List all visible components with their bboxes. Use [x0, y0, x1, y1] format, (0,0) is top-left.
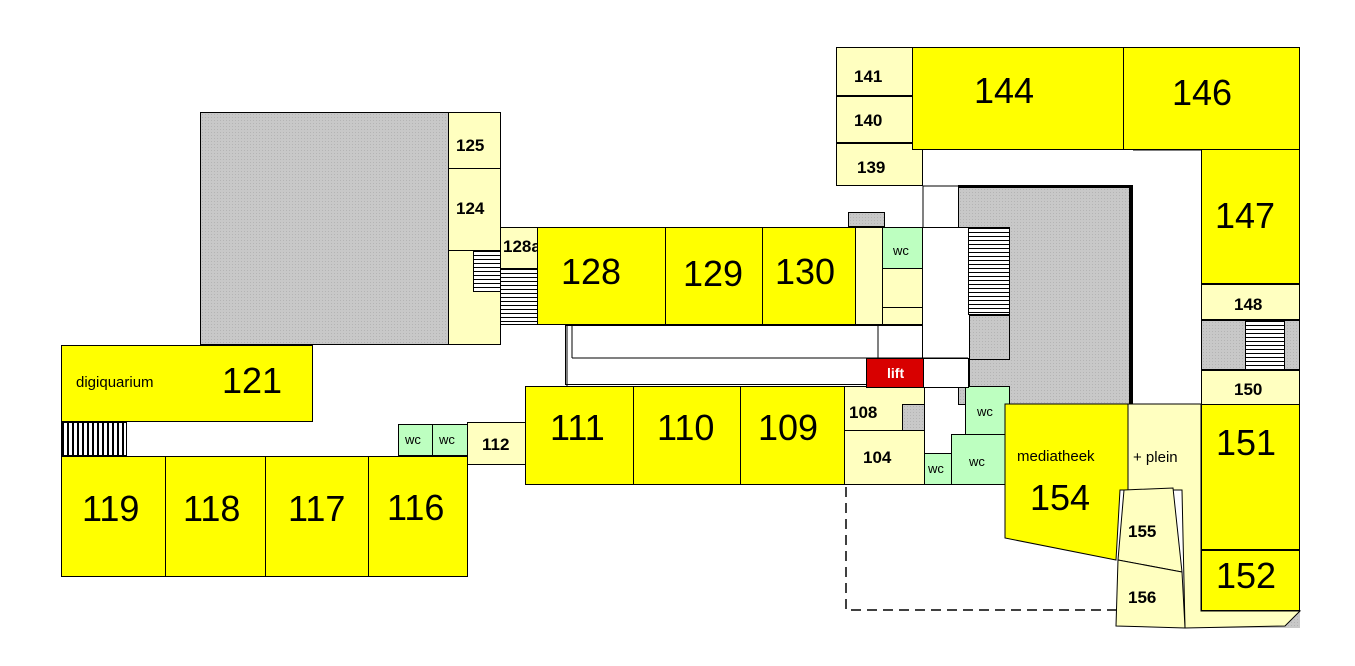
room-number: 112 [482, 435, 510, 454]
dashed-boundary [845, 487, 1116, 611]
lift-label: lift [887, 365, 905, 381]
room-number: 111 [550, 407, 605, 448]
plein-label: + plein [1133, 449, 1178, 466]
shaft-top [848, 212, 885, 227]
room-number: 152 [1216, 555, 1277, 596]
room-number: 118 [183, 488, 241, 529]
room-118[interactable]: 118 [165, 456, 266, 577]
room-109[interactable]: 109 [740, 386, 845, 485]
room-number: 130 [775, 251, 836, 292]
wc-label: wc [893, 243, 909, 258]
room-number: 128a [503, 237, 541, 256]
room-number: 108 [849, 403, 878, 422]
room-150[interactable]: 150 [1201, 370, 1300, 405]
room-129[interactable]: 129 [665, 227, 763, 325]
room-number: 117 [288, 488, 346, 529]
courtyard-right [958, 185, 1133, 405]
room-128[interactable]: 128 [537, 227, 666, 325]
room-152[interactable]: 152 [1201, 550, 1300, 611]
room-130[interactable]: 130 [762, 227, 856, 325]
room-number: 119 [82, 488, 140, 529]
room-number: 109 [758, 407, 819, 448]
room-125[interactable]: 125 [448, 112, 501, 169]
room-number: 129 [683, 253, 744, 294]
room-number: 128 [561, 251, 622, 292]
toilet-mediatheek[interactable]: wc [965, 386, 1010, 435]
room-110[interactable]: 110 [633, 386, 741, 485]
room-number: 144 [974, 70, 1035, 111]
stairs-center-right [968, 227, 1010, 315]
room-111[interactable]: 111 [525, 386, 634, 485]
room-number: 121 [222, 360, 283, 401]
room-151[interactable]: 151 [1201, 404, 1300, 550]
room-121[interactable]: digiquarium 121 [61, 345, 313, 422]
room-number: 125 [456, 136, 485, 155]
room-155-number: 155 [1128, 522, 1157, 541]
toilet-104-a[interactable]: wc [924, 453, 952, 485]
room-number: 140 [854, 111, 883, 130]
wc-label: wc [439, 432, 455, 447]
room-141[interactable]: 141 [836, 47, 913, 96]
room-130-store-2 [882, 307, 923, 325]
room-number: 148 [1234, 295, 1263, 314]
stairs-124 [473, 250, 501, 292]
shaft-108 [902, 404, 925, 431]
room-number: 110 [657, 407, 715, 448]
digiquarium-label: digiquarium [76, 374, 154, 391]
courtyard-left [200, 112, 450, 345]
room-146[interactable]: 146 [1123, 47, 1300, 150]
room-number: 147 [1215, 195, 1276, 236]
wc-label: wc [969, 454, 985, 469]
room-147[interactable]: 147 [1201, 149, 1300, 284]
toilet-130[interactable]: wc [882, 227, 923, 269]
room-144[interactable]: 144 [912, 47, 1124, 150]
room-130-side [855, 227, 883, 325]
room-number: 139 [857, 158, 886, 177]
toilet-116-b[interactable]: wc [432, 424, 468, 456]
wc-label: wc [977, 404, 993, 419]
wc-label: wc [405, 432, 421, 447]
wc-label: wc [928, 461, 944, 476]
lift[interactable]: lift [866, 358, 924, 388]
stairs-148 [1245, 320, 1285, 370]
toilet-116-a[interactable]: wc [398, 424, 433, 456]
room-148[interactable]: 148 [1201, 284, 1300, 320]
room-119[interactable]: 119 [61, 456, 166, 577]
room-156-number: 156 [1128, 588, 1157, 607]
room-112[interactable]: 112 [467, 422, 526, 465]
room-124[interactable]: 124 [448, 168, 501, 251]
stairs-121 [61, 422, 127, 456]
room-number: 116 [387, 487, 445, 528]
room-number: 141 [854, 67, 883, 86]
room-number: 124 [456, 199, 485, 218]
room-number: 150 [1234, 380, 1263, 399]
room-154-number: 154 [1030, 477, 1091, 518]
room-156-shape [1115, 559, 1186, 629]
room-number: 146 [1172, 72, 1233, 113]
mediatheek-label: mediatheek [1017, 448, 1095, 465]
room-140[interactable]: 140 [836, 96, 913, 143]
shaft-lift [968, 315, 1010, 360]
room-number: 104 [863, 448, 892, 467]
room-117[interactable]: 117 [265, 456, 369, 577]
room-139[interactable]: 139 [836, 143, 923, 186]
room-130-store-1 [882, 268, 923, 308]
room-number: 151 [1216, 422, 1277, 463]
room-116[interactable]: 116 [368, 456, 468, 577]
